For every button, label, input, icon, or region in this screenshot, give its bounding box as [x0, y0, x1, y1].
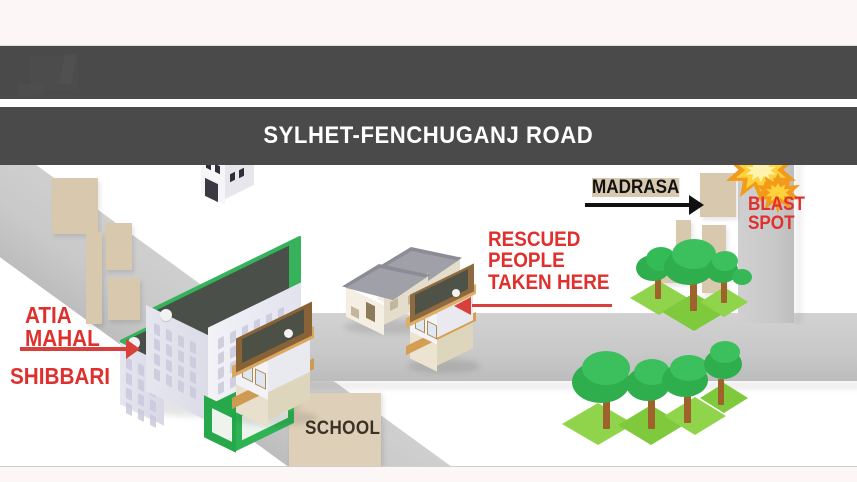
rescued-label-line3: TAKEN HERE: [488, 270, 610, 294]
madrasa-arrow-head: [689, 195, 704, 215]
tree-canopy-u4: [732, 269, 752, 285]
tree-trunk-l2: [648, 399, 655, 429]
atia-roof-tank-1: [160, 309, 172, 321]
header-bar-blank: [0, 46, 857, 99]
tree-trunk-l3: [684, 393, 691, 423]
tree-trunk-l4: [718, 379, 724, 405]
tall-white-building: [197, 165, 259, 211]
atia-mahal-arrow-head: [126, 339, 140, 359]
rescue-house-front: [340, 260, 436, 336]
blast-spot-label: BLAST SPOT: [748, 194, 805, 235]
rescued-people-arrow-head: [454, 297, 471, 315]
rescued-people-label: RESCUED PEOPLE TAKEN HERE: [488, 228, 610, 294]
road-title-bar: SYLHET-FENCHUGANJ ROAD: [0, 107, 857, 165]
brown-roof-building: [228, 301, 320, 428]
blast-explosion-icon-small: [756, 173, 800, 213]
house-c-roof-tank: [452, 289, 460, 297]
header-gap: [0, 99, 857, 107]
page-margin-top: [0, 0, 857, 46]
tan-block-left-4: [108, 278, 140, 320]
map-canvas: SCHOOL: [0, 165, 857, 466]
road-vertical-shadow: [794, 165, 803, 323]
atia-mahal-label-line1: ATIA: [25, 302, 72, 328]
tree-trunk-u1: [655, 273, 661, 299]
madrasa-label: MADRASA: [592, 177, 680, 198]
brown-roof-tank: [284, 329, 293, 338]
rescued-label-line1: RESCUED: [488, 228, 581, 251]
madrasa-arrow-line: [585, 203, 693, 207]
school-label: SCHOOL: [305, 418, 381, 439]
tree-canopy-l4b: [710, 341, 740, 363]
atia-mahal-arrow-line: [20, 347, 130, 351]
blast-core: [746, 165, 776, 182]
rescue-building-two-storey: [404, 263, 482, 373]
divider-bottom: [0, 466, 857, 467]
rescued-label-line2: PEOPLE: [488, 249, 565, 273]
atia-mahal-label: ATIA MAHAL: [25, 302, 100, 352]
tan-block-left-3: [86, 232, 102, 324]
blast-small-middle: [766, 183, 790, 203]
tree-trunk-u2: [690, 281, 697, 311]
rescued-people-arrow-line: [472, 304, 612, 307]
road-title-text: SYLHET-FENCHUGANJ ROAD: [263, 122, 594, 149]
tan-block-left-1: [52, 178, 98, 234]
tan-block-left-2: [105, 223, 132, 270]
tree-canopy-l1b: [582, 351, 630, 385]
page-margin-bottom: [0, 467, 857, 482]
divider-top: [0, 45, 857, 46]
tree-trunk-u3: [721, 279, 727, 303]
watermark-shape-3: [18, 84, 44, 96]
school-block: [289, 393, 381, 466]
shibbari-label: SHIBBARI: [10, 363, 111, 389]
tree-canopy-u3b: [712, 251, 738, 271]
tree-trunk-l1: [603, 397, 610, 429]
atia-mahal-label-line2: MAHAL: [25, 325, 100, 352]
tree-canopy-l3b: [670, 355, 708, 381]
